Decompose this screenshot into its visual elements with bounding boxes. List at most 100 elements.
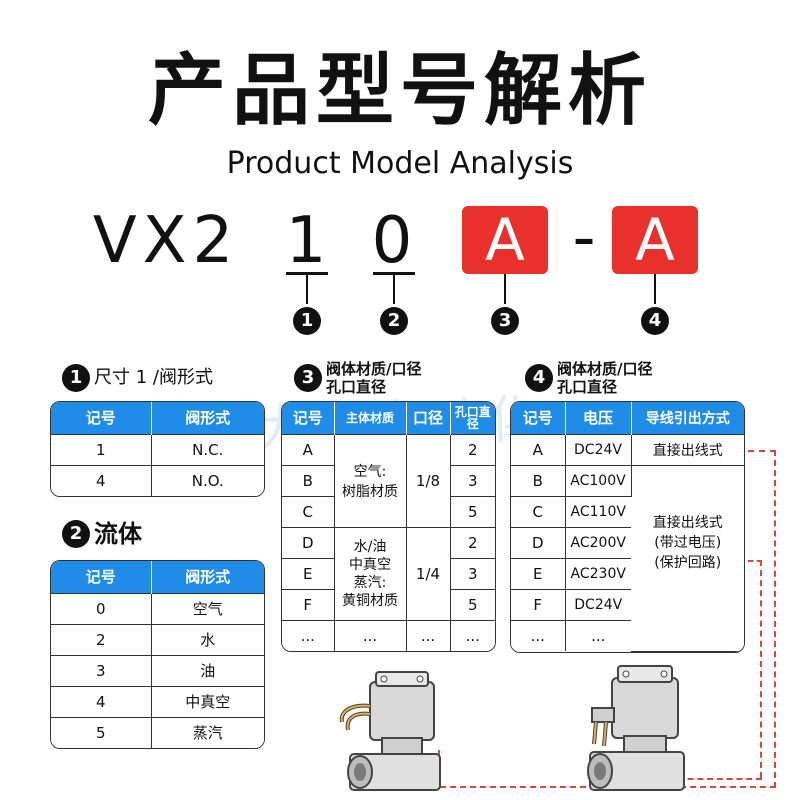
table-cell: B [511,464,566,497]
column-header: 导线引出方式 [631,402,744,434]
table-cell: D [282,526,335,559]
section-4-title-line2: 孔口直径 [557,378,618,396]
table-cell: ... [565,619,631,651]
table-cell: 4 [51,685,152,718]
table-cell: A [282,433,335,466]
connector-3 [504,274,506,304]
table-cell: DC24V [565,433,632,466]
section-3-title-line1: 阀体材质/口径 [326,360,422,378]
table-row: B 3 [282,464,495,497]
model-part-2: 0 [371,204,413,278]
table-cell: 水 [151,623,264,656]
connector-1 [306,274,308,304]
column-header: 阀形式 [151,561,264,593]
marker-3: 3 [491,307,519,335]
table-cell: ... [450,619,495,651]
connector-2 [393,274,395,304]
model-prefix: VX2 [92,204,240,278]
table-cell-lead: 直接出线式 (带过电压) (保护回路) [631,464,744,652]
table-cell: 3 [51,654,152,687]
column-header: 电压 [565,402,632,434]
table-cell: 油 [151,654,264,687]
solenoid-valve-surge-protection-image [587,665,685,791]
table-voltage-lead: 记号 电压 导线引出方式 A DC24V 直接出线式 B AC100V 直接出线… [510,401,745,653]
table-cell: E [282,557,335,590]
table-cell: DC24V [565,588,631,621]
column-header: 记号 [51,561,152,593]
table-row: 4 N.O. [51,464,264,496]
table-cell: N.O. [151,464,264,496]
table-cell: ... [511,619,566,651]
section-3-title-line2: 孔口直径 [326,378,387,396]
table-row: A DC24V 直接出线式 [511,433,744,466]
underline-2 [373,272,415,275]
section-1-title: 尺寸 1 /阀形式 [94,367,213,388]
table-cell-material: 水/油 中真空 蒸汽: 黄铜材质 [334,526,407,621]
section-4-header: 4 阀体材质/口径 孔口直径 [525,360,652,396]
table-row: ... ... ... ... [282,619,495,651]
connector-4 [654,274,656,304]
table-cell: ... [334,619,407,651]
section-2-header: 2 流体 [62,520,142,548]
table-cell: 3 [450,464,495,497]
table-row: 1 N.C. [51,433,264,466]
table-row: F DC24V [511,588,744,621]
table-cell: AC230V [565,557,631,590]
table-cell: 5 [450,588,495,621]
table-cell: ... [282,619,335,651]
table-cell: E [511,557,566,590]
column-header: 孔口直径 [450,402,495,434]
model-part-3: A [462,206,548,274]
table-row: E 3 [282,557,495,590]
dashed-connector [668,778,762,780]
section-3-header: 3 阀体材质/口径 孔口直径 [294,360,421,396]
column-header: 记号 [511,402,566,434]
marker-4: 4 [641,307,669,335]
page-subtitle: Product Model Analysis [226,146,574,181]
model-dash: - [572,201,596,275]
table-row: D 水/油 中真空 蒸汽: 黄铜材质 1/4 2 [282,526,495,621]
dashed-connector [748,560,762,562]
table-row: B AC100V 直接出线式 (带过电压) (保护回路) [511,464,744,652]
table-row: E AC230V [511,557,744,590]
table-cell-port: 1/4 [406,526,451,621]
column-header: 口径 [406,402,451,434]
table-cell: 4 [51,464,152,496]
table-cell: AC110V [565,495,631,528]
table-row: ... ... [511,619,744,651]
table-cell-lead: 直接出线式 [631,433,744,466]
table-cell: B [282,464,335,497]
page-title: 产品型号解析 [147,46,652,136]
dashed-connector [748,450,776,452]
dashed-connector [760,560,762,778]
table-cell: 2 [450,526,495,559]
solenoid-valve-grommet-image [339,671,441,791]
section-1-number: 1 [62,364,90,392]
section-1-header: 1 尺寸 1 /阀形式 [62,364,213,392]
table-cell: A [511,433,566,466]
model-part-1: 1 [285,204,327,278]
table-cell: 5 [450,495,495,528]
table-cell: N.C. [151,433,264,466]
table-cell: D [511,526,566,559]
table-cell: ... [406,619,451,651]
table-cell: AC100V [565,464,632,497]
table-cell-material: 空气: 树脂材质 [334,433,407,528]
table-cell: 5 [51,716,152,748]
section-3-number: 3 [294,364,322,392]
table-cell: 中真空 [151,685,264,718]
table-cell: 空气 [151,592,264,625]
column-header: 记号 [51,402,152,434]
section-2-number: 2 [62,520,90,548]
table-body-material-port: 记号 主体材质 口径 孔口直径 A 空气: 树脂材质 1/8 2 B 3 C 5… [281,401,496,652]
column-header: 主体材质 [334,402,407,434]
section-4-number: 4 [525,364,553,392]
table-row: D AC200V [511,526,744,559]
table-cell: 3 [450,557,495,590]
column-header: 阀形式 [151,402,264,434]
